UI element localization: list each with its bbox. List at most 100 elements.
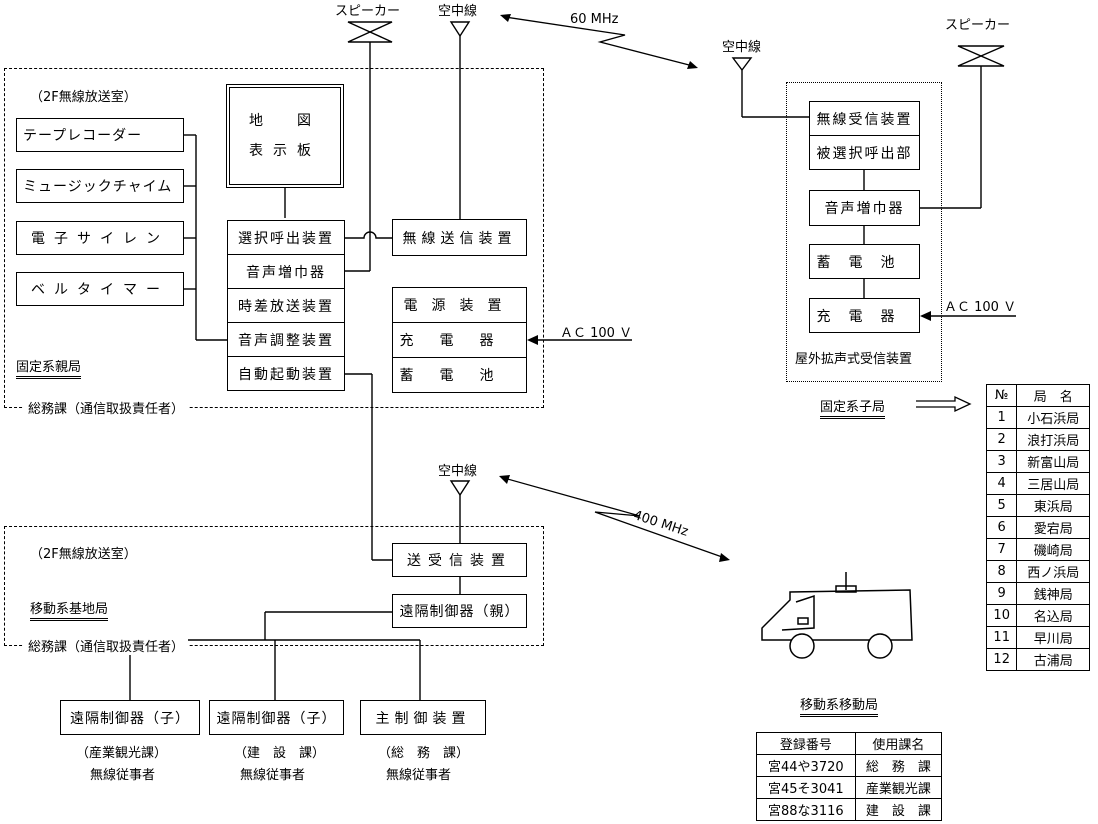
mobile-stations-label: 移動系移動局: [800, 694, 879, 717]
console-operator: 無線従事者: [90, 768, 156, 783]
table-header: 使用課名: [854, 732, 943, 755]
remote-controller-child-tourism: 遠隔制御器（子）: [60, 700, 200, 735]
mobile-base-station-area: [4, 526, 544, 646]
base-antenna-label: 空中線: [438, 464, 478, 479]
bell-timer: ベルタイマー: [16, 272, 184, 306]
radio-transmitter: 無線送信装置: [392, 219, 527, 256]
table-header: 局 名: [1016, 384, 1090, 407]
table-cell: 宮45そ3041: [756, 776, 856, 799]
electronic-siren: 電子サイレン: [16, 221, 184, 255]
table-cell: 宮44や3720: [756, 754, 856, 777]
audio-adjust-unit: 音声調整装置: [227, 322, 345, 357]
remote-controller-child-construction: 遠隔制御器（子）: [209, 700, 344, 735]
outdoor-receiver-title: 屋外拡声式受信装置: [795, 352, 913, 367]
table-cell: 5: [985, 494, 1018, 517]
fixed-parent-title: 固定系親局: [16, 356, 82, 379]
table-cell: 名込局: [1016, 604, 1090, 627]
table-cell: 2: [985, 428, 1018, 451]
selective-call-receiver: 被選択呼出部: [809, 135, 920, 170]
table-cell: 銭神局: [1016, 582, 1090, 605]
table-cell: 6: [985, 516, 1018, 539]
music-chime: ミュージックチャイム: [16, 169, 184, 203]
table-header: 登録番号: [756, 732, 856, 755]
table-cell: 早川局: [1016, 626, 1090, 649]
storage-battery: 蓄電池: [392, 357, 527, 393]
charger: 充電器: [392, 322, 527, 358]
fixed-ac-label: ＡＣ 100 Ｖ: [560, 326, 633, 341]
table-cell: 3: [985, 450, 1018, 473]
child-stations-label: 固定系子局: [820, 396, 886, 419]
table-cell: 宮88な3116: [756, 798, 856, 821]
table-cell: 三居山局: [1016, 472, 1090, 495]
table-cell: 建 設 課: [854, 798, 943, 821]
radio-receiver: 無線受信装置: [809, 101, 920, 136]
table-cell: 小石浜局: [1016, 406, 1090, 429]
map-display-board: 地 図 表示板: [226, 84, 344, 188]
antenna-label: 空中線: [438, 4, 478, 19]
console-operator: 無線従事者: [386, 768, 452, 783]
mobile-base-title: 移動系基地局: [30, 598, 109, 621]
table-cell: 1: [985, 406, 1018, 429]
table-cell: 10: [985, 604, 1018, 627]
outdoor-amplifier: 音声増巾器: [809, 190, 920, 226]
outdoor-ac-label: ＡＣ 100 Ｖ: [944, 300, 1017, 315]
outdoor-charger: 充電器: [809, 298, 920, 333]
table-cell: 7: [985, 538, 1018, 561]
table-cell: 4: [985, 472, 1018, 495]
table-cell: 総 務 課: [854, 754, 943, 777]
link-60mhz-label: 60 MHz: [570, 12, 619, 27]
console-dept: （建 設 課）: [234, 746, 326, 761]
table-cell: 愛宕局: [1016, 516, 1090, 539]
table-header: №: [985, 384, 1018, 407]
outdoor-antenna-label: 空中線: [722, 40, 762, 55]
mobile-base-room: （2F無線放送室）: [30, 547, 137, 562]
outdoor-receiver-area: [786, 82, 942, 382]
table-cell: 12: [985, 648, 1018, 671]
map-line2: 表示板: [249, 143, 321, 159]
time-shift-broadcast-unit: 時差放送装置: [227, 288, 345, 323]
map-line1: 地 図: [249, 113, 321, 129]
table-cell: 西ノ浜局: [1016, 560, 1090, 583]
main-control-unit: 主制御装置: [360, 700, 486, 735]
console-dept: （産業観光課）: [76, 746, 168, 761]
console-dept: （総 務 課）: [378, 746, 470, 761]
table-cell: 新富山局: [1016, 450, 1090, 473]
fixed-parent-room: （2F無線放送室）: [30, 90, 137, 105]
tape-recorder: テープレコーダー: [16, 118, 184, 152]
selective-call-unit: 選択呼出装置: [227, 220, 345, 255]
transceiver-unit: 送受信装置: [392, 543, 527, 577]
outdoor-battery: 蓄電池: [809, 244, 920, 279]
table-cell: 9: [985, 582, 1018, 605]
fixed-parent-section: 総務課（通信取扱責任者）: [24, 398, 189, 417]
table-cell: 東浜局: [1016, 494, 1090, 517]
table-cell: 古浦局: [1016, 648, 1090, 671]
mobile-base-section: 総務課（通信取扱責任者）: [24, 636, 189, 655]
table-cell: 産業観光課: [854, 776, 943, 799]
outdoor-speaker-label: スピーカー: [945, 18, 1011, 33]
table-cell: 11: [985, 626, 1018, 649]
vehicle-icon: [761, 572, 913, 659]
auto-start-unit: 自動起動装置: [227, 356, 345, 391]
fixed-parent-station-area: [4, 68, 544, 408]
table-cell: 浪打浜局: [1016, 428, 1090, 451]
table-cell: 磯崎局: [1016, 538, 1090, 561]
console-operator: 無線従事者: [240, 768, 306, 783]
table-cell: 8: [985, 560, 1018, 583]
